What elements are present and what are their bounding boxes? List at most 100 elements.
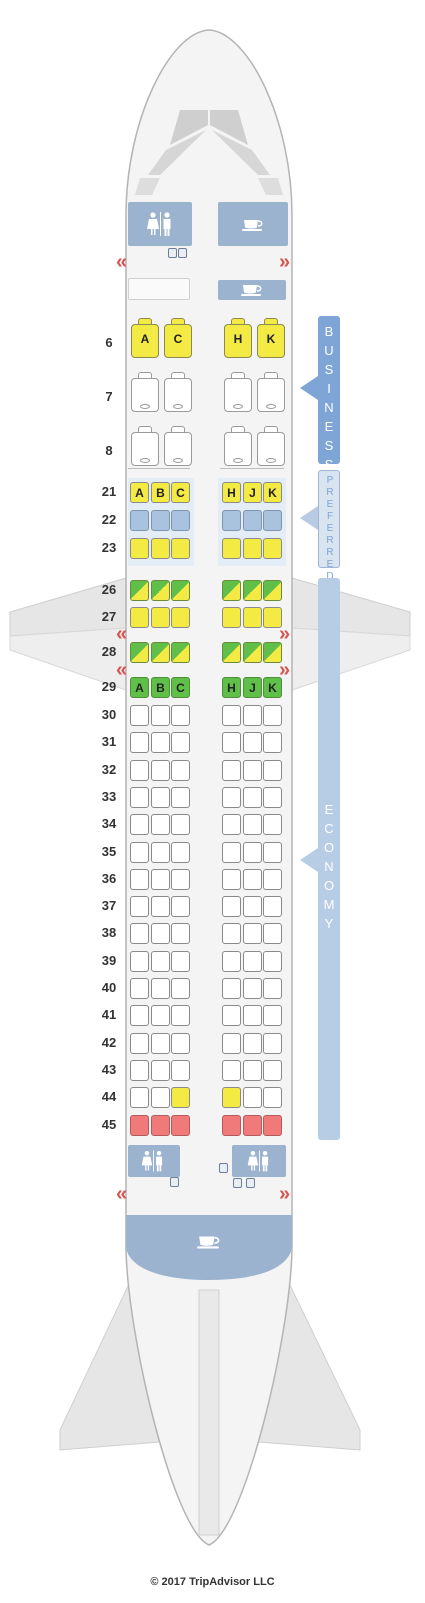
economy-seat[interactable]	[151, 580, 170, 601]
economy-seat[interactable]	[222, 868, 241, 890]
economy-seat[interactable]	[130, 1032, 149, 1054]
economy-seat[interactable]	[130, 786, 149, 808]
economy-seat[interactable]	[222, 642, 241, 663]
economy-seat[interactable]	[263, 1059, 282, 1081]
economy-seat[interactable]	[243, 923, 262, 945]
economy-seat[interactable]: C	[171, 482, 190, 503]
economy-seat[interactable]	[243, 868, 262, 890]
economy-seat[interactable]: K	[263, 677, 282, 698]
economy-seat[interactable]	[151, 923, 170, 945]
economy-seat[interactable]	[130, 538, 149, 559]
economy-seat[interactable]	[263, 1032, 282, 1054]
economy-seat[interactable]	[171, 705, 190, 726]
economy-seat[interactable]	[243, 978, 262, 999]
economy-seat[interactable]	[151, 868, 170, 890]
business-seat[interactable]	[222, 372, 254, 414]
economy-seat[interactable]: B	[151, 677, 170, 698]
economy-seat[interactable]	[243, 580, 262, 601]
economy-seat[interactable]	[171, 538, 190, 559]
economy-seat[interactable]	[243, 1059, 262, 1081]
economy-seat[interactable]	[151, 1114, 170, 1136]
economy-seat[interactable]	[243, 607, 262, 628]
economy-seat[interactable]	[171, 841, 190, 863]
economy-seat[interactable]	[243, 1032, 262, 1054]
economy-seat[interactable]	[222, 510, 241, 531]
economy-seat[interactable]	[243, 642, 262, 663]
economy-seat[interactable]	[222, 1005, 241, 1027]
economy-seat[interactable]	[263, 538, 282, 559]
economy-seat[interactable]	[263, 705, 282, 726]
economy-seat[interactable]: H	[222, 482, 241, 503]
economy-seat[interactable]	[130, 841, 149, 863]
economy-seat[interactable]: J	[243, 482, 262, 503]
economy-seat[interactable]	[222, 580, 241, 601]
economy-seat[interactable]	[222, 978, 241, 999]
economy-seat[interactable]	[151, 896, 170, 918]
economy-seat[interactable]	[263, 1114, 282, 1136]
economy-seat[interactable]	[222, 814, 241, 836]
economy-seat[interactable]	[243, 786, 262, 808]
economy-seat[interactable]: H	[222, 677, 241, 698]
economy-seat[interactable]	[263, 978, 282, 999]
economy-seat[interactable]	[151, 950, 170, 972]
business-seat[interactable]	[162, 372, 194, 414]
economy-seat[interactable]	[222, 732, 241, 754]
economy-seat[interactable]	[263, 896, 282, 918]
economy-seat[interactable]	[263, 950, 282, 972]
economy-seat[interactable]	[130, 814, 149, 836]
economy-seat[interactable]	[171, 814, 190, 836]
economy-seat[interactable]	[130, 896, 149, 918]
business-seat[interactable]: K	[255, 318, 287, 360]
economy-seat[interactable]	[130, 732, 149, 754]
economy-seat[interactable]	[151, 978, 170, 999]
economy-seat[interactable]	[171, 1114, 190, 1136]
economy-seat[interactable]	[151, 841, 170, 863]
economy-seat[interactable]	[171, 1087, 190, 1109]
economy-seat[interactable]	[243, 759, 262, 781]
economy-seat[interactable]	[243, 1087, 262, 1109]
economy-seat[interactable]	[222, 950, 241, 972]
business-seat[interactable]	[162, 426, 194, 468]
economy-seat[interactable]	[222, 1087, 241, 1109]
business-seat[interactable]	[129, 372, 161, 414]
economy-seat[interactable]: C	[171, 677, 190, 698]
economy-seat[interactable]	[171, 896, 190, 918]
economy-seat[interactable]	[130, 705, 149, 726]
economy-seat[interactable]	[171, 1005, 190, 1027]
economy-seat[interactable]: B	[151, 482, 170, 503]
economy-seat[interactable]: J	[243, 677, 262, 698]
economy-seat[interactable]	[171, 607, 190, 628]
economy-seat[interactable]	[171, 732, 190, 754]
business-seat[interactable]	[255, 426, 287, 468]
economy-seat[interactable]	[151, 814, 170, 836]
economy-seat[interactable]	[151, 1032, 170, 1054]
economy-seat[interactable]	[243, 1114, 262, 1136]
economy-seat[interactable]	[263, 1005, 282, 1027]
economy-seat[interactable]	[171, 978, 190, 999]
economy-seat[interactable]	[171, 580, 190, 601]
economy-seat[interactable]	[263, 759, 282, 781]
economy-seat[interactable]	[151, 759, 170, 781]
economy-seat[interactable]	[263, 786, 282, 808]
economy-seat[interactable]	[130, 1059, 149, 1081]
economy-seat[interactable]	[171, 1032, 190, 1054]
economy-seat[interactable]	[130, 759, 149, 781]
economy-seat[interactable]: A	[130, 677, 149, 698]
economy-seat[interactable]	[222, 1114, 241, 1136]
economy-seat[interactable]	[130, 1114, 149, 1136]
economy-seat[interactable]	[243, 705, 262, 726]
economy-seat[interactable]	[222, 1032, 241, 1054]
economy-seat[interactable]	[263, 841, 282, 863]
economy-seat[interactable]	[263, 814, 282, 836]
economy-seat[interactable]	[243, 510, 262, 531]
economy-seat[interactable]	[243, 950, 262, 972]
business-seat[interactable]	[222, 426, 254, 468]
economy-seat[interactable]	[222, 841, 241, 863]
economy-seat[interactable]	[263, 923, 282, 945]
economy-seat[interactable]	[222, 705, 241, 726]
economy-seat[interactable]	[222, 538, 241, 559]
economy-seat[interactable]: K	[263, 482, 282, 503]
economy-seat[interactable]	[151, 705, 170, 726]
economy-seat[interactable]	[171, 950, 190, 972]
economy-seat[interactable]	[222, 1059, 241, 1081]
